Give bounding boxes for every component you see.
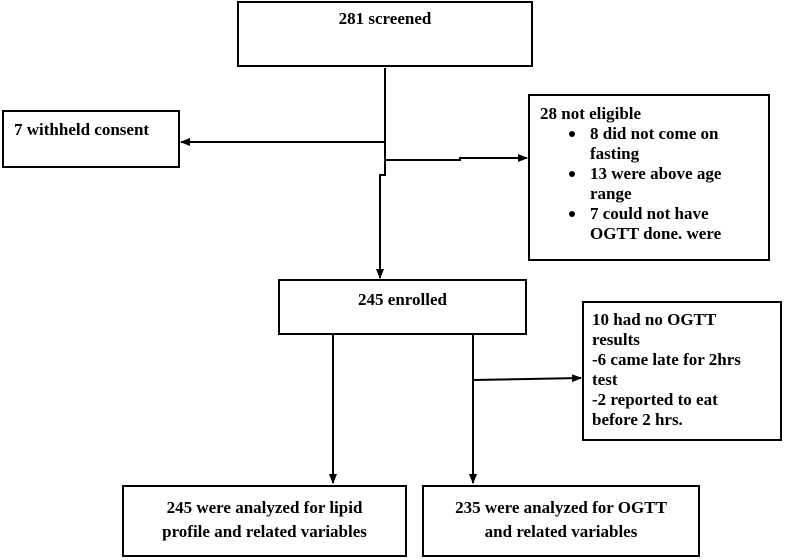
no-ogtt-line: 10 had no OGTT xyxy=(592,310,717,329)
ogtt-line: 235 were analyzed for OGTT xyxy=(455,498,667,517)
list-item-line: OGTT done. were xyxy=(590,224,722,243)
ogtt-analysis-text: 235 were analyzed for OGTT and related v… xyxy=(422,496,700,544)
ogtt-analysis-box xyxy=(422,485,700,557)
lipid-line: 245 were analyzed for lipid xyxy=(166,498,363,517)
lipid-analysis-box xyxy=(122,485,407,557)
no-ogtt-line: -6 came late for 2hrs xyxy=(592,350,741,369)
list-item-line: fasting xyxy=(590,144,640,163)
no-ogtt-line: results xyxy=(592,330,640,349)
ogtt-line: and related variables xyxy=(484,522,638,541)
list-item-line: 8 did not come on xyxy=(590,124,719,143)
lipid-line: profile and related variables xyxy=(162,522,367,541)
list-item-line: 7 could not have xyxy=(590,204,709,223)
withheld-consent-box xyxy=(2,110,180,168)
enrolled-box xyxy=(278,279,527,335)
no-ogtt-text: 10 had no OGTT results -6 came late for … xyxy=(592,310,741,430)
no-ogtt-line: before 2 hrs. xyxy=(592,410,683,429)
no-ogtt-line: test xyxy=(592,370,618,389)
enrolled-label: 245 enrolled xyxy=(358,290,447,309)
not-eligible-box xyxy=(528,94,770,261)
arrow-to-no-ogtt xyxy=(472,374,582,383)
no-ogtt-line: -2 reported to eat xyxy=(592,390,718,409)
not-eligible-title: 28 not eligible xyxy=(540,104,642,123)
list-item-line: 13 were above age xyxy=(590,164,722,183)
lipid-analysis-text: 245 were analyzed for lipid profile and … xyxy=(122,496,407,544)
screened-box xyxy=(237,1,533,67)
trunk-line xyxy=(380,68,385,278)
no-ogtt-box xyxy=(582,301,782,441)
withheld-consent-label: 7 withheld consent xyxy=(14,120,150,139)
screened-label: 281 screened xyxy=(338,9,432,28)
arrow-to-not-eligible xyxy=(385,154,528,162)
list-item-line: range xyxy=(590,184,632,203)
